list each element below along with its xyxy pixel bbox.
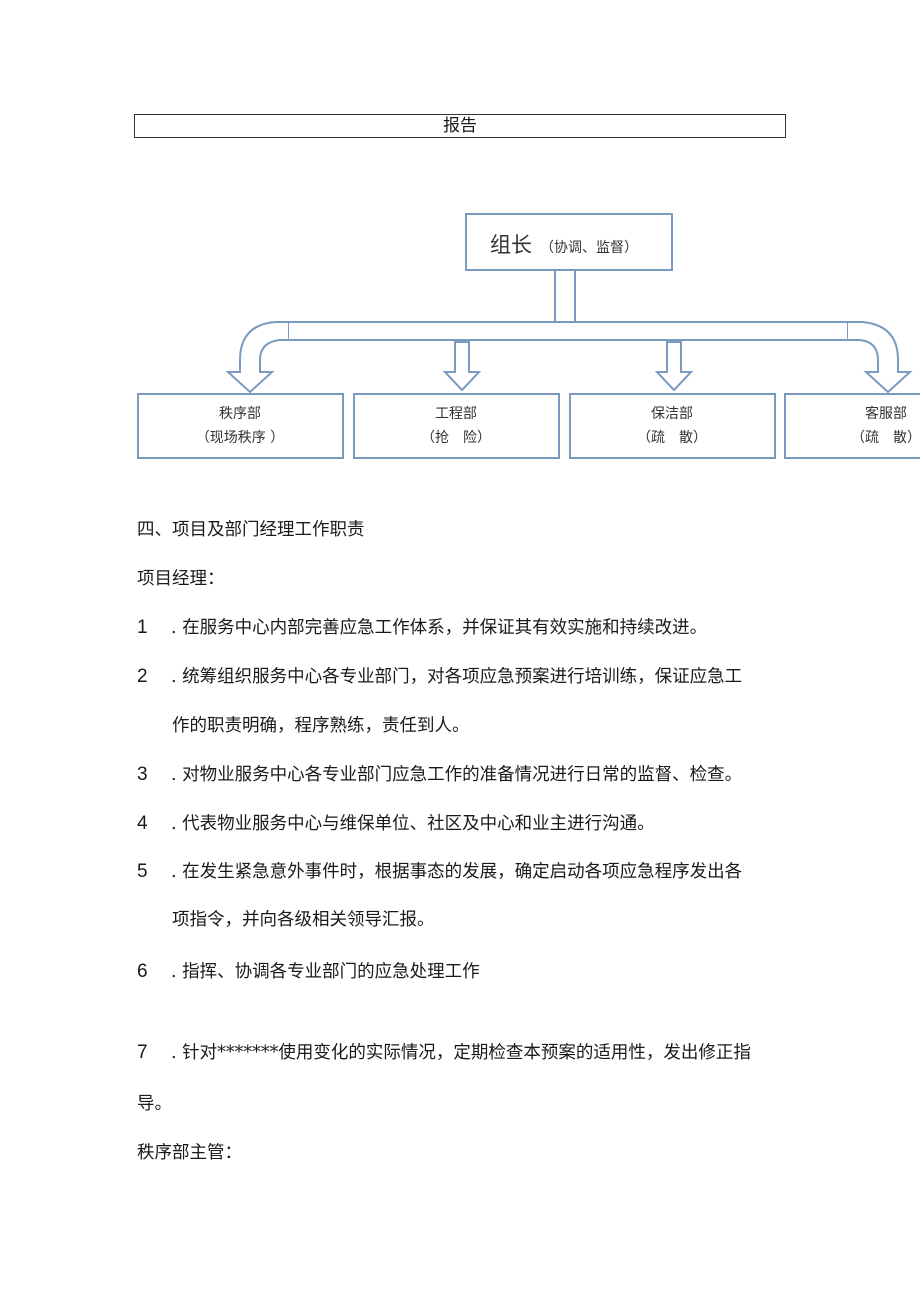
- report-title-box: 报告: [134, 114, 786, 138]
- report-title: 报告: [443, 116, 477, 136]
- org-chart: 组长 （协调、监督） 秩序部 （现场秩序 ） 工程部 （抢 险） 保洁部 （疏 …: [137, 213, 920, 459]
- duty-item-3: 3 . 对物业服务中心各专业部门应急工作的准备情况进行日常的监督、检查。: [137, 763, 742, 787]
- item-number: 5: [137, 861, 148, 882]
- duty-item-1: 1 . 在服务中心内部完善应急工作体系，并保证其有效实施和持续改进。: [137, 616, 707, 640]
- duty-item-7: 7 . 针对*******使用变化的实际情况，定期检查本预案的适用性，发出修正指: [137, 1041, 751, 1065]
- item-text: . 代表物业服务中心与维保单位、社区及中心和业主进行沟通。: [171, 814, 655, 834]
- dept-role: （疏 散）: [851, 430, 920, 446]
- item-number: 3: [137, 764, 148, 785]
- down-arrow-cleaning: [654, 341, 694, 392]
- dept-box-cleaning: [569, 393, 776, 459]
- item-number: 7: [137, 1042, 148, 1063]
- item-text: . 在发生紧急意外事件时，根据事态的发展，确定启动各项应急程序发出各: [171, 862, 743, 882]
- project-manager-label: 项目经理：: [137, 569, 225, 589]
- item-text: . 指挥、协调各专业部门的应急处理工作: [171, 962, 480, 982]
- dept-name: 工程部: [435, 406, 477, 422]
- duty-item-4: 4 . 代表物业服务中心与维保单位、社区及中心和业主进行沟通。: [137, 812, 655, 836]
- item-number: 6: [137, 961, 148, 982]
- item-text: . 统筹组织服务中心各专业部门，对各项应急预案进行培训练，保证应急工: [171, 667, 743, 687]
- section-heading: 四、项目及部门经理工作职责: [137, 520, 365, 540]
- dept-name: 客服部: [865, 405, 907, 422]
- security-supervisor-label: 秩序部主管：: [137, 1143, 242, 1163]
- leader-name: 组长: [490, 233, 532, 257]
- dept-name: 秩序部: [219, 406, 261, 422]
- down-arrow-engineering: [442, 341, 482, 392]
- dept-role: （疏 散）: [637, 430, 707, 446]
- item-text-continued: 项指令，并向各级相关领导汇报。: [172, 910, 435, 930]
- leader-box: [465, 213, 673, 271]
- dept-box-security: [137, 393, 344, 459]
- item-text: . 在服务中心内部完善应急工作体系，并保证其有效实施和持续改进。: [171, 618, 708, 638]
- dept-role: （抢 险）: [421, 429, 491, 446]
- chart-bar: [287, 321, 849, 341]
- item-number: 4: [137, 813, 148, 834]
- dept-box-engineering: [353, 393, 560, 459]
- item-text-continued: 导。: [137, 1094, 172, 1114]
- duty-item-5: 5 . 在发生紧急意外事件时，根据事态的发展，确定启动各项应急程序发出各: [137, 860, 742, 884]
- curved-arrow-left: [225, 321, 288, 394]
- item-number: 2: [137, 666, 148, 687]
- leader-role: （协调、监督）: [540, 240, 638, 256]
- duty-item-6: 6 . 指挥、协调各专业部门的应急处理工作: [137, 960, 480, 984]
- item-text: . 针对*******使用变化的实际情况，定期检查本预案的适用性，发出修正指: [171, 1043, 751, 1063]
- curved-arrow-right: [848, 321, 913, 394]
- dept-box-customer-service: [784, 393, 920, 459]
- item-text: . 对物业服务中心各专业部门应急工作的准备情况进行日常的监督、检查。: [171, 765, 743, 785]
- chart-stem: [554, 269, 576, 323]
- dept-name: 保洁部: [651, 406, 693, 422]
- item-text-continued: 作的职责明确，程序熟练，责任到人。: [172, 716, 470, 736]
- duty-item-2: 2 . 统筹组织服务中心各专业部门，对各项应急预案进行培训练，保证应急工: [137, 665, 742, 689]
- item-number: 1: [137, 617, 148, 638]
- dept-role: （现场秩序 ）: [196, 430, 284, 446]
